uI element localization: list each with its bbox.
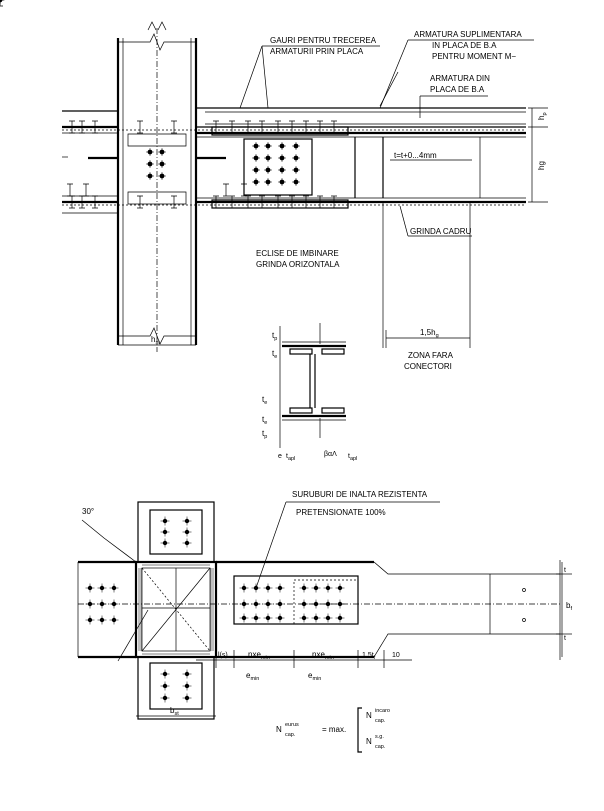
dim-bst: bst: [170, 706, 179, 717]
top-leaders: [239, 39, 534, 237]
detail-tp: tp: [272, 331, 277, 342]
detail-te1: te: [272, 349, 277, 360]
label-t-formula: t=t+0...4mm: [394, 151, 437, 160]
dim-hg: hg: [537, 161, 546, 170]
label-eclise-2: GRINDA ORIZONTALA: [256, 260, 340, 269]
formula-n: N: [276, 725, 282, 734]
label-armatura-sup-2: IN PLACA DE B.A: [432, 41, 497, 50]
label-suruburi-2: PRETENSIONATE 100%: [296, 508, 386, 517]
formula-n2-sub: cap.: [375, 744, 386, 750]
dim-nxe1: nxemin: [248, 650, 270, 661]
dim-emin2: emin: [308, 671, 321, 682]
label-grinda-cadru: GRINDA CADRU: [410, 227, 472, 236]
formula-n1-sup: incaro: [375, 708, 390, 714]
label-eclise-1: ECLISE DE IMBINARE: [256, 249, 339, 258]
dim-l1: l(s): [218, 652, 228, 659]
label-angle-30: 30°: [82, 507, 94, 516]
column-bottom-plate: [137, 656, 215, 720]
label-armatura-sup-1: ARMATURA SUPLIMENTARA: [414, 30, 522, 39]
dim-tf2: t: [564, 635, 566, 642]
dim-10: 10: [392, 652, 400, 659]
dim-15hg: 1,5hg: [420, 328, 439, 339]
detail-sigma: βαΛ: [324, 451, 337, 458]
formula: N eurus cap. = max. N incaro cap. N s.g.…: [276, 707, 390, 753]
detail-section: tp te te te tp tapl e βαΛ tapl: [262, 323, 357, 462]
dim-bf: bf: [566, 601, 572, 612]
dim-hp: hp: [537, 112, 548, 120]
detail-tp2: tp: [262, 429, 267, 440]
column: [116, 21, 198, 352]
column-top-plate: [137, 501, 215, 563]
label-zona-2: CONECTORI: [404, 362, 452, 371]
formula-n-sub: cap.: [285, 732, 296, 738]
left-beam: [62, 110, 118, 214]
formula-n2-sup: s.g.: [375, 734, 384, 740]
right-beam: [62, 107, 526, 209]
formula-n1: N: [366, 711, 372, 720]
plan-bolts: [0, 0, 526, 703]
detail-te3: te: [262, 415, 267, 426]
detail-te2: te: [262, 395, 267, 406]
formula-n-sup: eurus: [285, 722, 299, 728]
label-zona-1: ZONA FARA: [408, 351, 454, 360]
formula-n2: N: [366, 737, 372, 746]
dim-emin1: emin: [246, 671, 259, 682]
dim-nxe2: nxemin: [312, 650, 334, 661]
formula-eq: = max.: [322, 725, 346, 734]
top-elevation: GAURI PENTRU TRECEREA ARMATURII PRIN PLA…: [0, 0, 548, 371]
label-gauri: GAURI PENTRU TRECEREA: [270, 36, 377, 45]
label-armaturi-placa: ARMATURII PRIN PLACA: [270, 47, 364, 56]
label-suruburi-1: SURUBURI DE INALTA REZISTENTA: [292, 490, 428, 499]
web-bolt-grid: [0, 0, 301, 205]
dim-15tf: 1,5tf: [362, 652, 376, 661]
formula-n1-sub: cap.: [375, 718, 386, 724]
detail-tapl: tapl: [286, 453, 295, 462]
top-dimensions: [118, 107, 548, 348]
column-panel: [134, 560, 218, 659]
label-armatura-din-2: PLACA DE B.A: [430, 85, 485, 94]
label-armatura-sup-3: PENTRU MOMENT M−: [432, 52, 516, 61]
dim-hst: hst: [151, 335, 160, 346]
dim-tf1: t: [564, 567, 566, 574]
top-flange-bolts: [0, 0, 338, 209]
plan-view: SURUBURI DE INALTA REZISTENTA PRETENSION…: [0, 0, 572, 720]
label-armatura-din-1: ARMATURA DIN: [430, 74, 490, 83]
detail-e: e: [278, 453, 282, 460]
detail-tapl2: tapl: [348, 453, 357, 462]
